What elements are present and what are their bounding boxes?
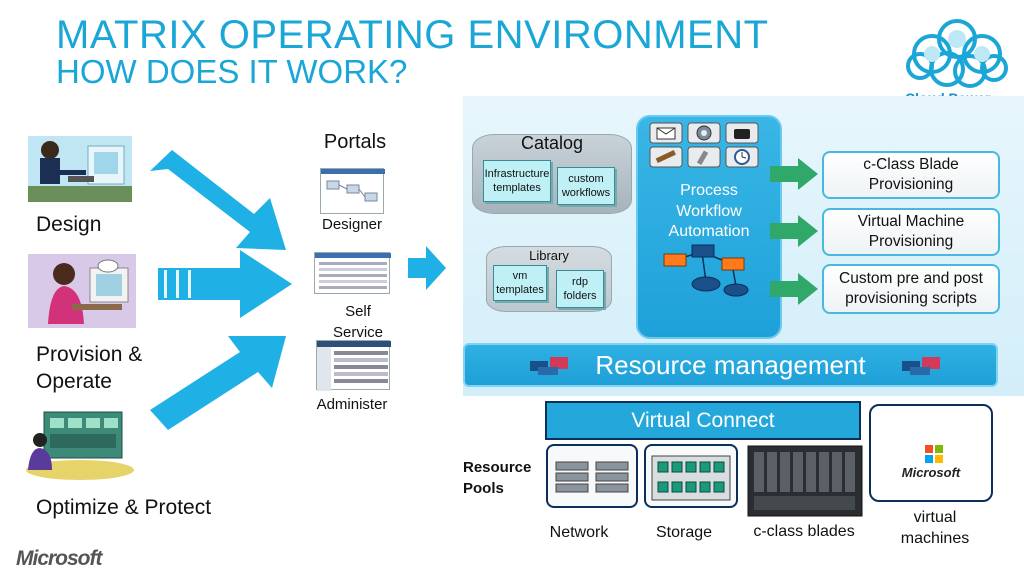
designer-person-illustration [28,136,132,202]
custom-scripts-box[interactable]: Custom pre and post provisioning scripts [822,264,1000,314]
vm-provisioning-arrow [770,215,818,247]
resource-pools-label: Resource Pools [463,459,532,497]
portal-self-service-label: Self Service [332,303,384,341]
role-design-label: Design [36,213,102,236]
library-rdp-folders[interactable]: rdp folders [556,270,604,308]
page-title: MATRIX OPERATING ENVIRONMENT [56,13,769,57]
catalog-label: Catalog [520,133,584,153]
storage-pool-box[interactable] [644,444,738,508]
storage-array-icon [651,455,731,501]
design-arrow [150,150,286,250]
administer-portal-thumbnail[interactable] [316,340,391,391]
workflow-tools-icons [649,122,759,168]
portal-administer-label: Administer [316,396,388,413]
catalog-infrastructure-templates[interactable]: Infrastructure templates [483,160,551,202]
windows-flag-icon [925,445,943,463]
role-optimize-label: Optimize & Protect [36,496,212,519]
page-subtitle: HOW DOES IT WORK? [56,53,408,90]
network-pool-box[interactable] [546,444,638,508]
portal-to-panel-arrow [408,246,446,290]
control-room-illustration [26,411,134,480]
blade-provisioning-arrow [770,158,818,190]
network-switch-icon [555,461,629,493]
portal-designer-label: Designer [321,216,383,233]
catalog-custom-workflows[interactable]: custom workflows [557,167,615,205]
virtual-machine-provisioning-box[interactable]: Virtual Machine Provisioning [822,208,1000,256]
operator-person-illustration [28,254,136,328]
designer-portal-thumbnail[interactable] [320,168,385,214]
role-provision-label: Provision & Operate [36,343,143,393]
optimize-arrow [150,336,286,430]
library-vm-templates[interactable]: vm templates [493,265,547,301]
c-class-blade-provisioning-box[interactable]: c-Class Blade Provisioning [822,151,1000,199]
resource-management-right-icon [902,357,940,375]
c-class-blades-icon[interactable] [746,444,864,518]
microsoft-logo: Microsoft [16,547,102,570]
provision-arrow [158,250,292,318]
resource-management-label: Resource management [595,350,866,380]
portals-heading: Portals [323,131,387,153]
workflow-diagram-icon [663,244,749,297]
process-workflow-automation-label: Process Workflow Automation [668,182,750,240]
virtual-connect-bar[interactable]: Virtual Connect [545,401,861,440]
cloud-power-logo [906,19,1008,88]
c-class-blades-label: c-class blades [753,523,855,540]
self-service-portal-thumbnail[interactable] [314,252,391,294]
network-label: Network [549,524,609,541]
microsoft-vm-logo: Microsoft [901,465,961,480]
storage-label: Storage [655,524,713,541]
library-label: Library [529,248,569,263]
resource-management-left-icon [530,357,568,375]
scripts-arrow [770,273,818,305]
virtual-machines-label: virtual machines [900,509,970,547]
